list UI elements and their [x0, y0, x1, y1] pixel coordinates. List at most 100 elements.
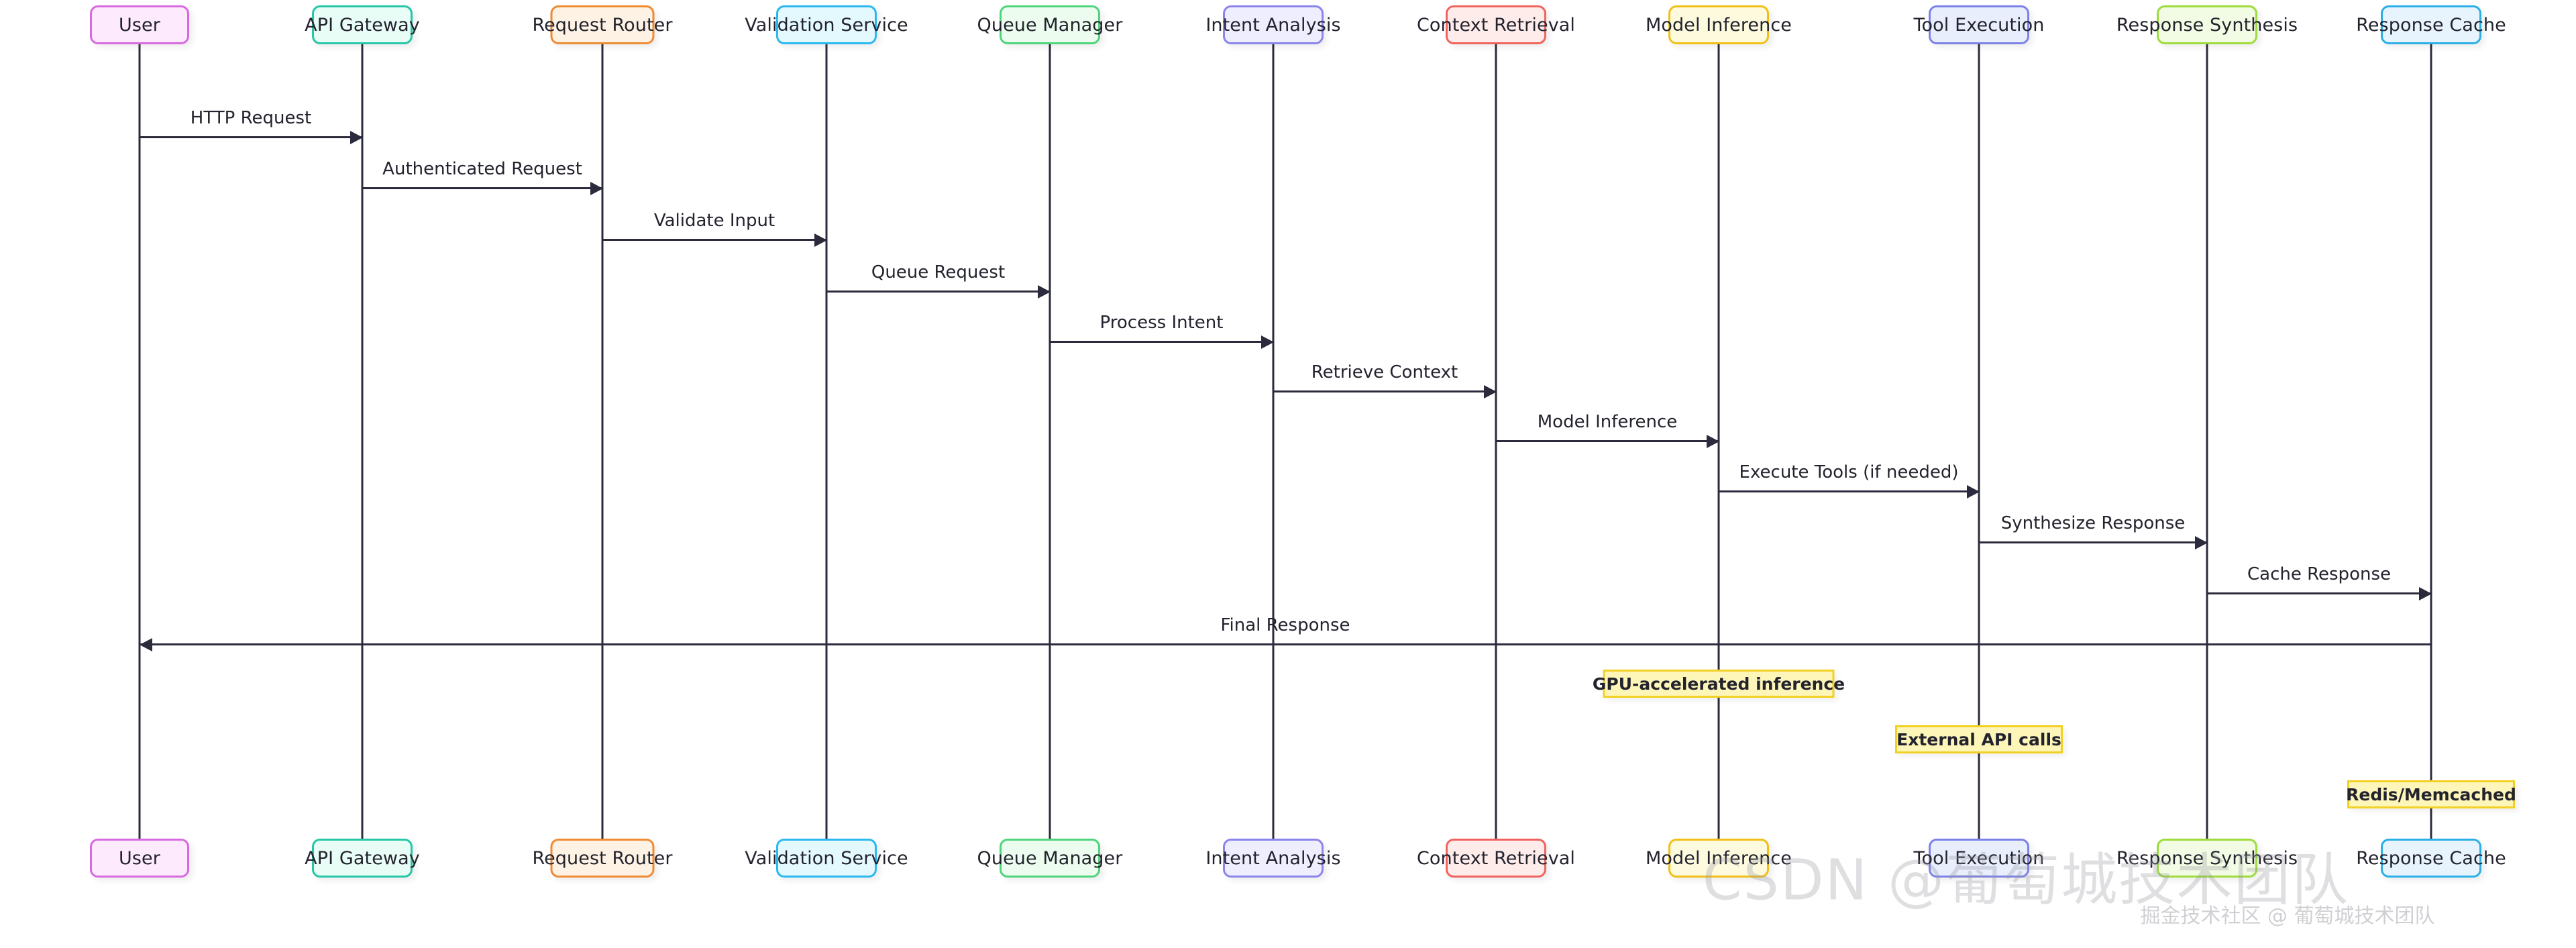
- note-label: Redis/Memcached: [2346, 784, 2516, 804]
- message-arrow: Validate Input: [602, 211, 827, 247]
- arrow-line: [2207, 592, 2431, 594]
- note-over-tool: External API calls: [1895, 725, 2063, 753]
- arrow-line: [140, 643, 2431, 645]
- participant-label: Model Inference: [1645, 847, 1792, 869]
- watermark-secondary: 掘金技术社区 @ 葡萄城技术团队: [2140, 904, 2435, 928]
- arrowhead-left-icon: [140, 638, 152, 651]
- participant-label: Request Router: [532, 14, 673, 36]
- note-label: External API calls: [1896, 729, 2061, 749]
- message-arrow: Authenticated Request: [362, 159, 603, 195]
- participant-label: Request Router: [532, 847, 673, 869]
- participant-model-bottom[interactable]: Model Inference: [1646, 839, 1792, 878]
- message-label: Synthesize Response: [2000, 513, 2186, 533]
- participant-label: User: [119, 847, 160, 869]
- participant-label: Context Retrieval: [1416, 14, 1576, 36]
- message-label: Process Intent: [1099, 313, 1224, 333]
- participant-context-bottom[interactable]: Context Retrieval: [1417, 839, 1575, 878]
- arrow-line: [1050, 341, 1273, 343]
- participant-router-top[interactable]: Request Router: [532, 5, 672, 44]
- participant-label: Response Synthesis: [2116, 14, 2298, 36]
- arrow-line: [140, 136, 362, 138]
- message-arrow: Synthesize Response: [1979, 513, 2208, 549]
- participant-context-top[interactable]: Context Retrieval: [1417, 5, 1575, 44]
- arrowhead-right-icon: [1707, 435, 1719, 448]
- message-label: Model Inference: [1537, 412, 1678, 432]
- participant-label: Model Inference: [1645, 14, 1792, 36]
- participant-validation-top[interactable]: Validation Service: [745, 5, 908, 44]
- participant-label: Response Cache: [2356, 847, 2506, 869]
- arrowhead-right-icon: [1038, 285, 1051, 299]
- lifeline-intent: [1272, 44, 1275, 839]
- arrowhead-right-icon: [1484, 385, 1497, 399]
- participant-tool-top[interactable]: Tool Execution: [1914, 5, 2044, 44]
- participant-synthesis-top[interactable]: Response Synthesis: [2116, 5, 2298, 44]
- participant-label: Intent Analysis: [1205, 14, 1341, 36]
- participant-router-bottom[interactable]: Request Router: [532, 839, 672, 878]
- arrow-line: [1719, 490, 1979, 492]
- participant-label: User: [119, 14, 160, 36]
- arrowhead-right-icon: [350, 131, 363, 144]
- arrow-line: [826, 291, 1050, 293]
- participant-cache-top[interactable]: Response Cache: [2356, 5, 2506, 44]
- participant-label: Intent Analysis: [1205, 847, 1341, 869]
- lifeline-synthesis: [2206, 44, 2208, 839]
- lifeline-user: [138, 44, 141, 839]
- arrow-line: [362, 187, 602, 189]
- arrowhead-right-icon: [814, 233, 827, 247]
- watermark-primary: CSDN @葡萄城技术团队: [1702, 847, 2350, 913]
- arrow-line: [1496, 440, 1719, 442]
- participant-label: Response Synthesis: [2116, 847, 2298, 869]
- arrowhead-right-icon: [590, 182, 603, 195]
- participant-cache-bottom[interactable]: Response Cache: [2356, 839, 2506, 878]
- lifeline-router: [601, 44, 604, 839]
- participant-user-top[interactable]: User: [90, 5, 189, 44]
- lifeline-gateway: [361, 44, 364, 839]
- note-label: GPU-accelerated inference: [1592, 674, 1845, 694]
- message-label: Authenticated Request: [382, 159, 582, 179]
- note-over-model: GPU-accelerated inference: [1593, 670, 1845, 698]
- message-arrow: HTTP Request: [140, 108, 363, 144]
- participant-validation-bottom[interactable]: Validation Service: [745, 839, 908, 878]
- message-label: Retrieve Context: [1311, 362, 1458, 382]
- participant-tool-bottom[interactable]: Tool Execution: [1914, 839, 2044, 878]
- participant-label: Tool Execution: [1913, 14, 2045, 36]
- participant-label: API Gateway: [305, 847, 420, 869]
- participant-gateway-bottom[interactable]: API Gateway: [305, 839, 420, 878]
- participant-queue-bottom[interactable]: Queue Manager: [977, 839, 1122, 878]
- participant-queue-top[interactable]: Queue Manager: [977, 5, 1122, 44]
- arrow-line: [1979, 541, 2207, 543]
- lifeline-queue: [1049, 44, 1051, 839]
- participant-synthesis-bottom[interactable]: Response Synthesis: [2116, 839, 2298, 878]
- participant-user-bottom[interactable]: User: [90, 839, 189, 878]
- lifeline-tool: [1978, 44, 1980, 839]
- participant-label: Validation Service: [745, 847, 908, 869]
- participant-label: Context Retrieval: [1416, 847, 1576, 869]
- participant-label: Validation Service: [745, 14, 908, 36]
- lifeline-cache: [2430, 44, 2432, 839]
- arrowhead-right-icon: [1261, 335, 1274, 349]
- message-label: Final Response: [1220, 615, 1350, 635]
- arrowhead-right-icon: [2195, 536, 2208, 549]
- participant-model-top[interactable]: Model Inference: [1646, 5, 1792, 44]
- note-over-cache: Redis/Memcached: [2346, 780, 2516, 808]
- participant-label: API Gateway: [305, 14, 420, 36]
- arrowhead-right-icon: [2419, 587, 2432, 600]
- message-label: HTTP Request: [190, 108, 312, 128]
- message-label: Validate Input: [653, 211, 775, 231]
- participant-label: Queue Manager: [977, 14, 1123, 36]
- arrow-line: [602, 239, 826, 241]
- participant-gateway-top[interactable]: API Gateway: [305, 5, 420, 44]
- message-arrow: Final Response: [140, 615, 2431, 651]
- participant-label: Queue Manager: [977, 847, 1123, 869]
- message-label: Execute Tools (if needed): [1739, 462, 1959, 482]
- arrow-line: [1273, 390, 1496, 392]
- message-label: Cache Response: [2247, 564, 2391, 584]
- message-arrow: Cache Response: [2207, 564, 2432, 600]
- participant-intent-top[interactable]: Intent Analysis: [1205, 5, 1341, 44]
- participant-label: Tool Execution: [1913, 847, 2045, 869]
- message-arrow: Retrieve Context: [1273, 362, 1497, 399]
- message-label: Queue Request: [871, 262, 1006, 282]
- participant-intent-bottom[interactable]: Intent Analysis: [1205, 839, 1341, 878]
- arrowhead-right-icon: [1967, 485, 1980, 498]
